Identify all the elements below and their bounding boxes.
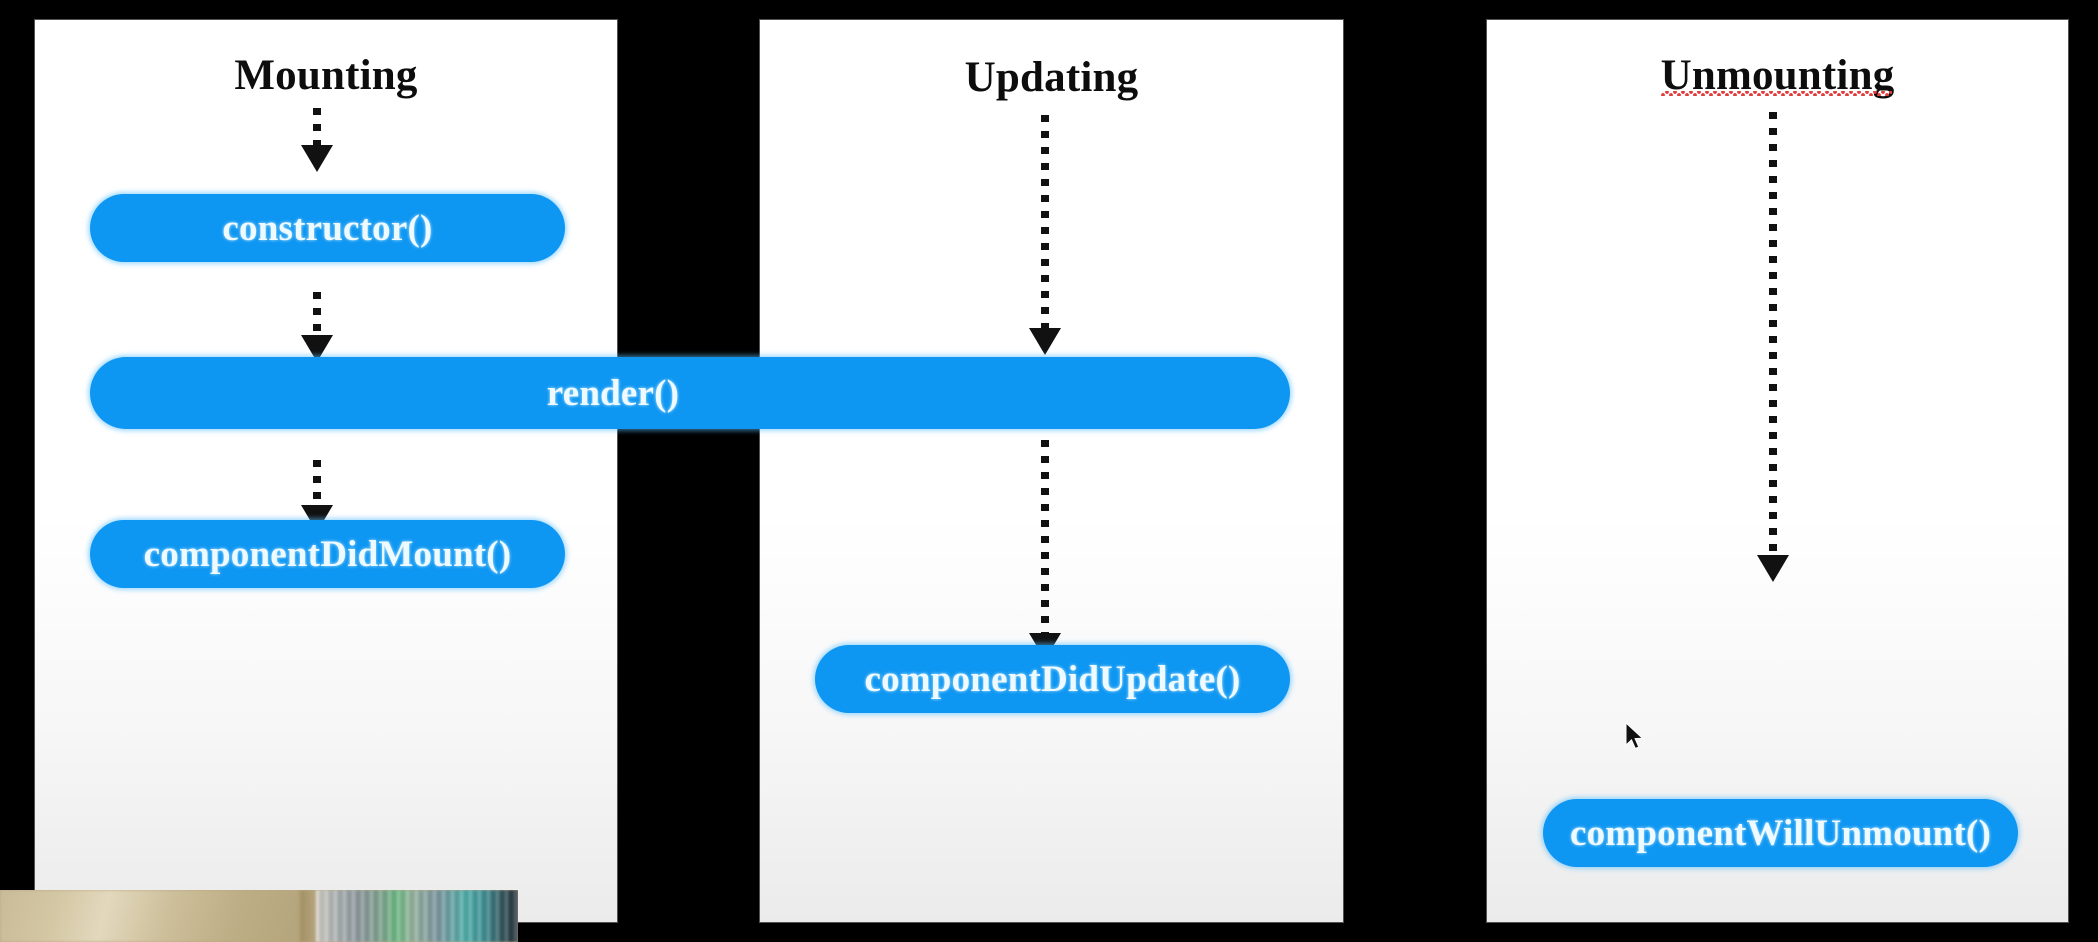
pill-constructor-label: constructor() [222, 207, 433, 249]
column-title-updating: Updating [964, 54, 1139, 101]
panel-mounting: Mounting [35, 20, 617, 922]
pill-component-did-mount-label: componentDidMount() [143, 533, 512, 575]
arrow-constructor-to-render [301, 292, 333, 362]
arrow-title-to-constructor [301, 108, 333, 172]
webcam-shelf-region [316, 890, 518, 942]
arrow-title-to-componentwillunmount [1757, 112, 1789, 582]
arrow-render-to-componentdidupdate [1029, 440, 1061, 660]
panel-updating: Updating [760, 20, 1343, 922]
arrow-title-to-render [1029, 115, 1061, 355]
pill-component-did-mount[interactable]: componentDidMount() [90, 520, 565, 588]
webcam-overlay [0, 890, 518, 942]
pill-constructor[interactable]: constructor() [90, 194, 565, 262]
pill-component-will-unmount-label: componentWillUnmount() [1569, 812, 1992, 854]
pill-component-did-update[interactable]: componentDidUpdate() [815, 645, 1290, 713]
panel-unmounting: Unmounting [1487, 20, 2068, 922]
pill-component-will-unmount[interactable]: componentWillUnmount() [1543, 799, 2018, 867]
pill-render-label: render() [546, 372, 680, 414]
webcam-wall-region [0, 890, 322, 942]
column-title-mounting: Mounting [234, 52, 418, 99]
pill-render[interactable]: render() [90, 357, 1290, 429]
pill-component-did-update-label: componentDidUpdate() [864, 658, 1241, 700]
column-title-unmounting: Unmounting [1487, 54, 2068, 97]
column-title-unmounting-text: Unmounting [1660, 52, 1895, 99]
